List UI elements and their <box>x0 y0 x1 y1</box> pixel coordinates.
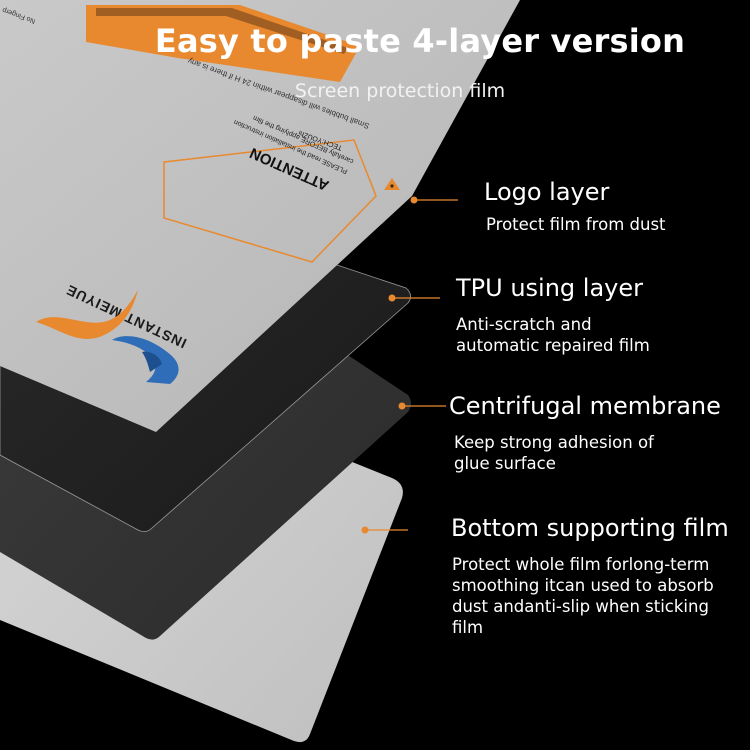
tpu-layer-description-line: automatic repaired film <box>456 336 650 355</box>
warning-triangle-dot <box>390 184 394 188</box>
logo-layer-description-line: Protect film from dust <box>486 215 666 234</box>
callout-lines <box>365 199 458 531</box>
page-subtitle: Screen protection film <box>294 80 506 102</box>
logo-layer-sheet <box>0 0 520 432</box>
tpu-layer-description-line: Anti-scratch and <box>456 315 592 334</box>
brand-logo <box>36 290 179 384</box>
bottom-supporting-film-description: Protect whole film forlong-term smoothin… <box>452 554 714 638</box>
centrifugal-membrane-description-line: glue surface <box>454 454 556 473</box>
page-title: Easy to paste 4-layer version <box>154 22 686 60</box>
bottom-supporting-film-description-line: dust andanti-slip when sticking <box>452 597 709 616</box>
bottom-supporting-film-label: Bottom supporting film <box>451 514 729 542</box>
warning-triangle-icon <box>384 178 400 190</box>
logo-layer-description: Protect film from dust <box>486 214 666 235</box>
centrifugal-membrane-description: Keep strong adhesion of glue surface <box>454 432 654 474</box>
centrifugal-membrane-label: Centrifugal membrane <box>449 392 721 420</box>
centrifugal-membrane-description-line: Keep strong adhesion of <box>454 433 654 452</box>
bottom-supporting-film-description-line: film <box>452 618 484 637</box>
bottom-supporting-film-description-line: smoothing itcan used to absorb <box>452 576 714 595</box>
bottom-supporting-film-description-line: Protect whole film forlong-term <box>452 555 710 574</box>
attention-box <box>163 139 377 263</box>
logo-layer-label: Logo layer <box>484 178 610 206</box>
logo-ribbon-stripe <box>96 8 348 54</box>
tpu-layer-label: TPU using layer <box>456 274 643 302</box>
tpu-layer-description: Anti-scratch and automatic repaired film <box>456 314 650 356</box>
logo-ribbon <box>86 5 360 82</box>
callout-dots <box>361 196 418 534</box>
